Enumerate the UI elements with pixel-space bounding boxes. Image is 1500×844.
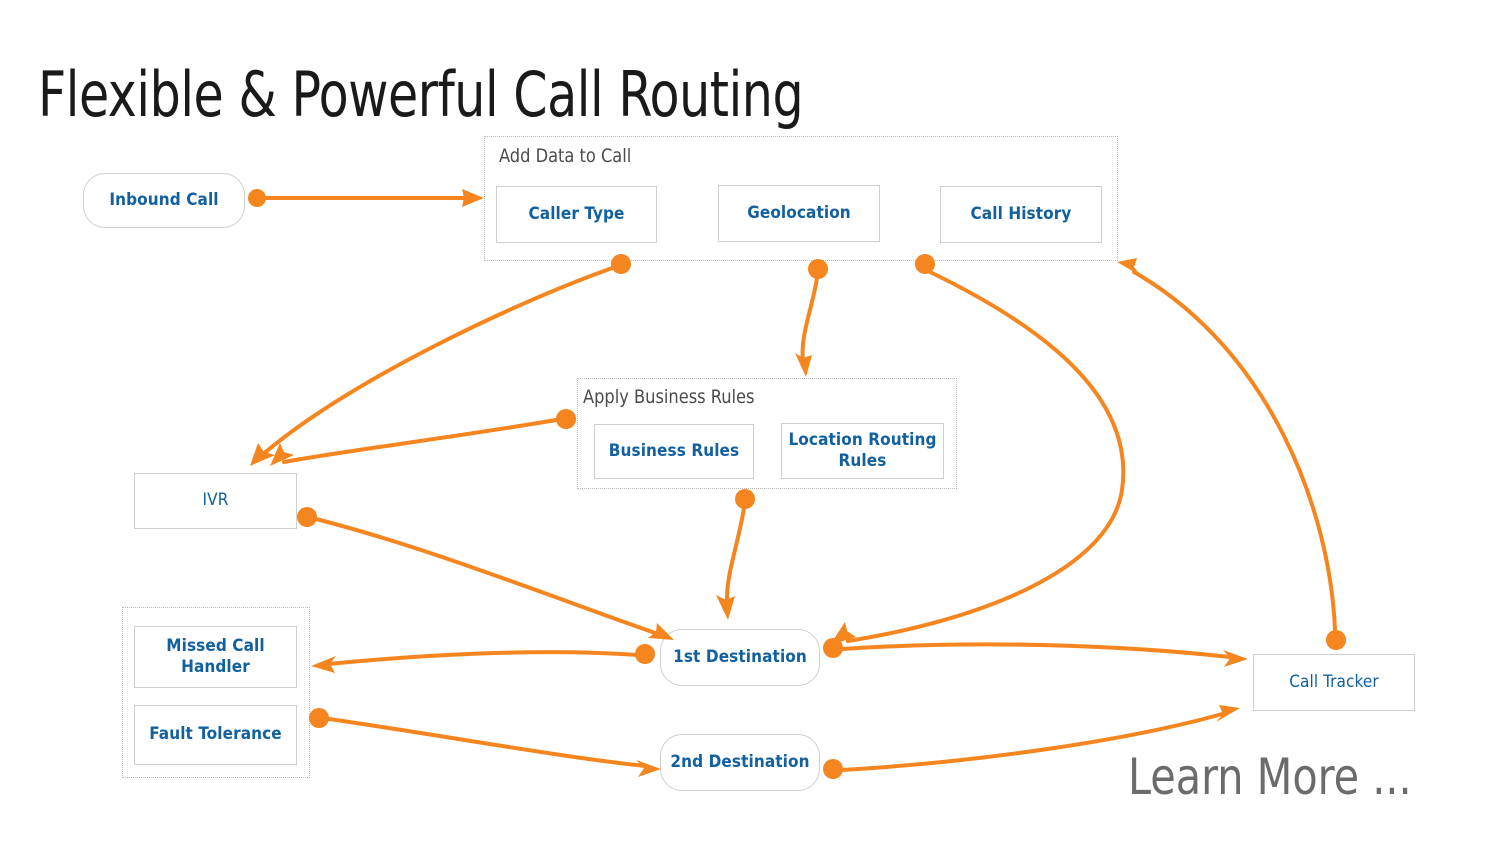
edge-first-destination-to-call-tracker bbox=[823, 638, 1248, 667]
edge-inbound-call-to-caller-type bbox=[248, 189, 484, 207]
node-location-routing-rules-label-line2: Rules bbox=[838, 451, 887, 471]
edge-geolocation-to-apply-business-rules bbox=[795, 259, 828, 377]
learn-more-text[interactable]: Learn More ... bbox=[1128, 748, 1412, 806]
node-call-history[interactable]: Call History bbox=[940, 186, 1102, 243]
edge-business-rules-to-first-destination bbox=[716, 489, 755, 620]
node-first-destination[interactable]: 1st Destination bbox=[660, 629, 820, 686]
node-fault-tolerance[interactable]: Fault Tolerance bbox=[134, 705, 297, 765]
node-ivr[interactable]: IVR bbox=[134, 473, 297, 529]
node-business-rules-label: Business Rules bbox=[608, 440, 740, 461]
node-business-rules[interactable]: Business Rules bbox=[594, 424, 754, 479]
node-geolocation[interactable]: Geolocation bbox=[718, 185, 880, 242]
node-location-routing-rules-label-line1: Location Routing bbox=[788, 429, 937, 450]
node-ivr-label: IVR bbox=[202, 490, 229, 511]
node-call-history-label: Call History bbox=[970, 203, 1072, 224]
node-second-destination[interactable]: 2nd Destination bbox=[660, 734, 820, 791]
node-inbound-call-label: Inbound Call bbox=[109, 189, 219, 210]
node-caller-type-label: Caller Type bbox=[528, 203, 625, 224]
node-missed-call-handler-label-line2: Handler bbox=[181, 657, 250, 677]
node-first-destination-label: 1st Destination bbox=[673, 646, 807, 667]
node-fault-tolerance-label: Fault Tolerance bbox=[149, 724, 282, 745]
group-add-data-to-call bbox=[484, 136, 1118, 261]
edge-fault-tolerance-to-second-destination bbox=[309, 708, 661, 777]
page-title: Flexible & Powerful Call Routing bbox=[38, 58, 804, 131]
group-title-add-data-to-call: Add Data to Call bbox=[499, 145, 632, 167]
node-caller-type[interactable]: Caller Type bbox=[496, 186, 657, 243]
edge-caller-type-to-ivr bbox=[250, 254, 631, 466]
edge-call-tracker-to-call-history bbox=[1117, 258, 1346, 650]
node-geolocation-label: Geolocation bbox=[747, 202, 851, 223]
node-call-tracker-label: Call Tracker bbox=[1289, 671, 1379, 692]
node-missed-call-handler-label-line1: Missed Call bbox=[166, 635, 265, 656]
node-missed-call-handler[interactable]: Missed Call Handler bbox=[134, 626, 297, 688]
edge-business-rules-group-to-ivr bbox=[270, 409, 576, 466]
edge-ivr-to-first-destination bbox=[297, 507, 674, 640]
group-failure-handling bbox=[122, 607, 310, 778]
edge-first-destination-to-missed-call-handler bbox=[311, 644, 655, 673]
node-inbound-call[interactable]: Inbound Call bbox=[83, 173, 245, 228]
group-title-apply-business-rules: Apply Business Rules bbox=[583, 386, 755, 408]
node-location-routing-rules[interactable]: Location Routing Rules bbox=[781, 423, 944, 479]
node-call-tracker[interactable]: Call Tracker bbox=[1253, 654, 1415, 711]
node-second-destination-label: 2nd Destination bbox=[670, 751, 810, 772]
